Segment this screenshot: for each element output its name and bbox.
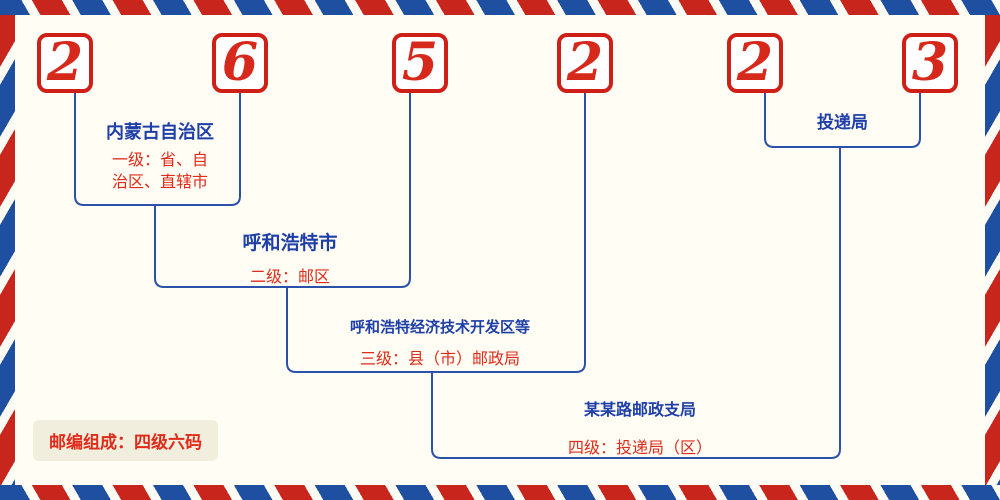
digit-box-6: 3 [902, 33, 958, 93]
label-level3-title: 呼和浩特经济技术开发区等 [349, 318, 530, 336]
airmail-border-right [985, 15, 1000, 485]
bracket-level3 [286, 93, 586, 373]
label-level1: 内蒙古自治区 一级：省、自 治区、直辖市 [70, 118, 250, 193]
bracket-level4 [431, 147, 841, 459]
label-level2: 呼和浩特市 二级：邮区 [200, 228, 380, 287]
airmail-border-left [0, 15, 15, 485]
bracket-level2 [154, 93, 411, 288]
digit-box-1: 2 [37, 33, 93, 93]
label-level4-title: 某某路邮政支局 [583, 400, 696, 419]
label-delivery-office: 投递局 [775, 108, 910, 133]
airmail-border-top [0, 0, 1000, 15]
label-level1-desc-line1: 一级：省、自 [111, 150, 208, 169]
label-level3-desc: 三级：县（市）邮政局 [359, 349, 520, 368]
bracket-delivery [764, 93, 921, 148]
postal-code-composition-badge: 邮编组成：四级六码 [33, 420, 218, 461]
label-level2-desc: 二级：邮区 [249, 267, 330, 286]
digit-box-4: 2 [557, 33, 613, 93]
label-delivery-office-title: 投递局 [817, 113, 868, 133]
digit-box-2: 6 [212, 33, 268, 93]
label-level1-desc: 一级：省、自 治区、直辖市 [70, 149, 250, 193]
label-level3: 呼和浩特经济技术开发区等 三级：县（市）邮政局 [300, 316, 580, 369]
digit-box-5: 2 [727, 33, 783, 93]
label-level2-title: 呼和浩特市 [242, 232, 338, 254]
airmail-border-bottom [0, 485, 1000, 500]
label-level1-title: 内蒙古自治区 [106, 122, 214, 143]
digit-box-3: 5 [392, 33, 448, 93]
label-level4-desc: 四级：投递局（区） [567, 438, 712, 457]
bracket-level1 [74, 93, 241, 206]
label-level1-desc-line2: 治区、直辖市 [111, 172, 208, 191]
label-level4: 某某路邮政支局 四级：投递局（区） [520, 396, 760, 458]
